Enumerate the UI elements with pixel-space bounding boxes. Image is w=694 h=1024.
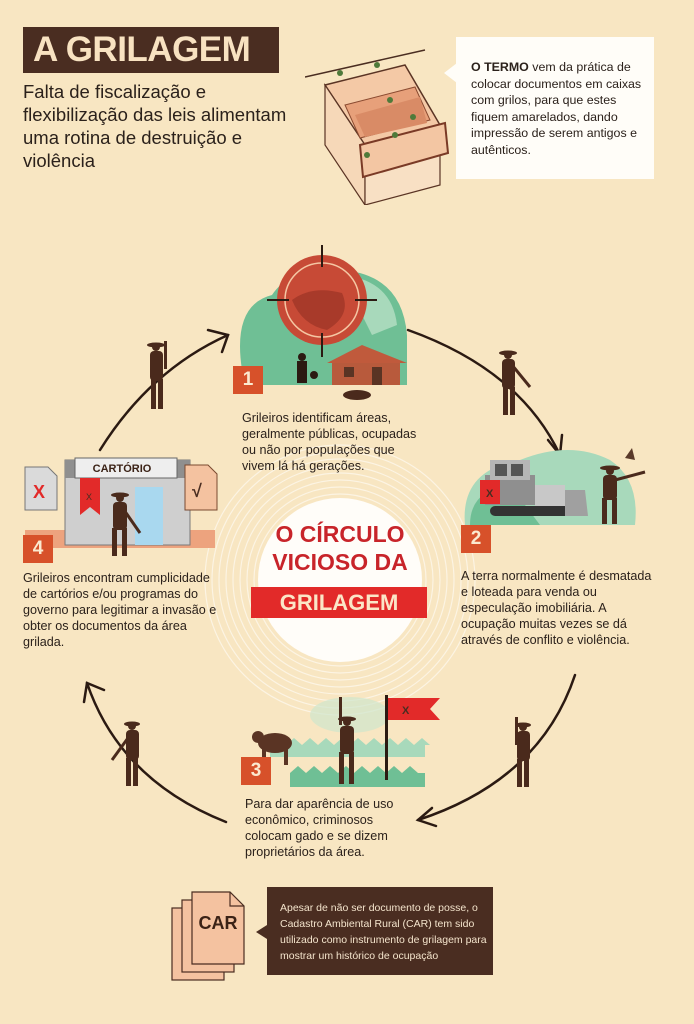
notary-office-icon: X X √ [24,457,218,556]
center-title-line2: VICIOSO DA [272,549,408,575]
car-callout-text: Apesar de não ser documento de posse, o … [280,902,487,962]
center-badge [251,587,427,618]
step-2-text: A terra normalmente é desmatada e lotead… [461,569,652,647]
cricket-box-icon [305,49,450,205]
bulldozer-x-mark: X [486,488,494,500]
gunman-icon [515,717,531,787]
step-number-badge: 2 [461,525,491,553]
car-documents-icon [171,891,245,981]
term-label: O TERMO [471,60,529,74]
center-badge-text: GRILAGEM [279,590,399,615]
car-document-label: CAR [198,913,238,933]
center-title-line1: O CÍRCULO [275,521,405,547]
step-4-text: Grileiros encontram cumplicidade de cart… [23,571,217,649]
center-title: O CÍRCULO VICIOSO DA [240,520,440,576]
car-callout [267,887,493,975]
step-number-badge: 1 [233,366,263,394]
term-callout [456,37,654,179]
approved-doc-check: √ [192,481,202,501]
title-background [23,27,279,73]
page-title: A GRILAGEM [33,30,251,69]
term-callout-text: O TERMO vem da prática de colocar docume… [471,59,651,158]
cartorio-sign: CARTÓRIO [92,463,152,475]
bulldozer-and-gunman-icon: X [464,448,646,525]
flag-x-mark: X [402,705,410,717]
page-subtitle: Falta de fiscalização e flexibilização d… [23,81,287,171]
center-rings [204,444,476,716]
target-crosshair-over-farm-icon [240,245,407,400]
ribbon-x-mark: X [86,492,92,502]
step-number-badge: 3 [241,757,271,785]
rejected-doc-x: X [33,482,45,502]
gunman-icon [110,721,140,786]
term-description: vem da prática de colocar documentos em … [471,60,642,157]
step-number-badge: 4 [23,535,53,563]
term-callout-pointer [444,63,457,83]
step-3-text: Para dar aparência de uso econômico, cri… [245,797,394,859]
step-1-text: Grileiros identificam áreas, geralmente … [242,411,417,473]
cattle-and-flag-icon: X [252,695,440,787]
car-callout-pointer [256,925,267,939]
gunman-icon [499,350,532,415]
gunman-icon [147,341,167,409]
